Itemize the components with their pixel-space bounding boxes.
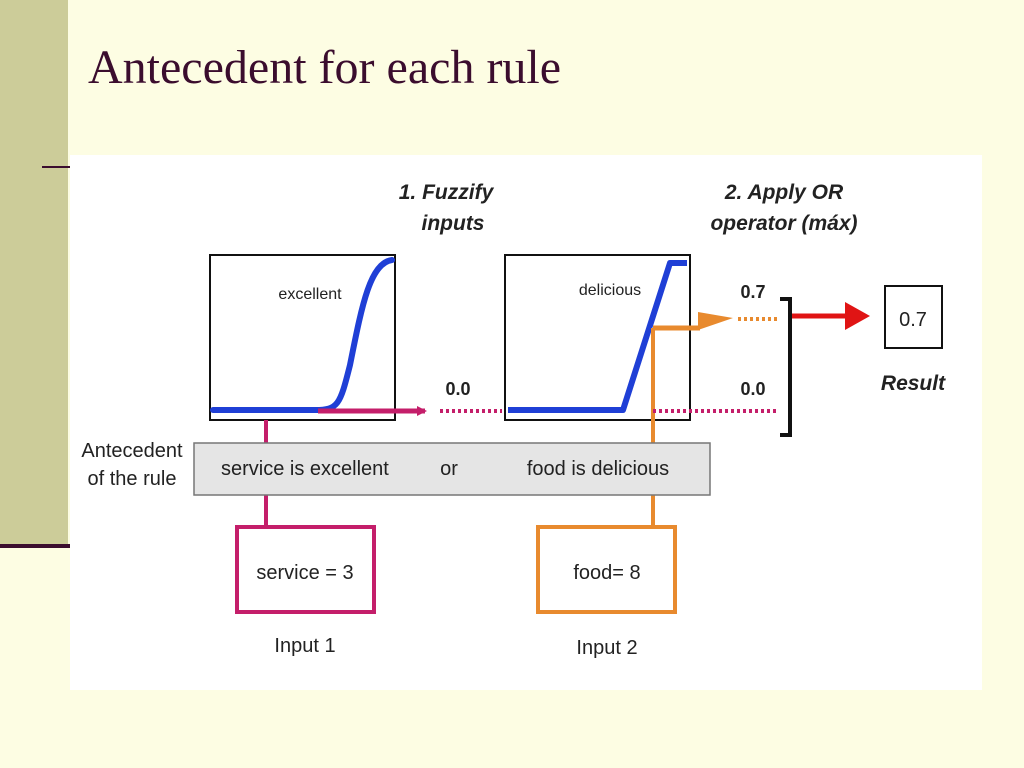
antecedent-label-line1: Antecedent bbox=[81, 440, 183, 462]
mf-excellent-curve bbox=[210, 257, 395, 413]
excellent-degree-value: 0.0 bbox=[445, 379, 470, 399]
slide-title: Antecedent for each rule bbox=[88, 41, 562, 94]
antecedent-bar bbox=[193, 442, 711, 496]
antecedent-clause2: food is delicious bbox=[527, 458, 669, 480]
step1-heading-line2: inputs bbox=[422, 212, 485, 235]
mf-delicious-frame bbox=[504, 254, 691, 421]
step1-heading-line1: 1. Fuzzify bbox=[399, 181, 495, 204]
input1-caption: Input 1 bbox=[274, 635, 335, 657]
sidebar-stripe bbox=[0, 0, 68, 548]
result-box bbox=[884, 285, 943, 349]
mf-excellent-frame bbox=[209, 254, 396, 421]
mf-excellent-label: excellent bbox=[278, 286, 342, 303]
step2-heading-line1: 2. Apply OR bbox=[724, 181, 844, 204]
antecedent-label-line2: of the rule bbox=[88, 468, 177, 490]
result-caption: Result bbox=[881, 372, 946, 395]
input2-box bbox=[536, 525, 677, 614]
input2-caption: Input 2 bbox=[576, 637, 637, 659]
max-operator-bracket bbox=[780, 297, 792, 437]
mf-delicious-label: delicious bbox=[579, 282, 641, 299]
mf-delicious-curve bbox=[508, 260, 687, 413]
antecedent-clause1: service is excellent bbox=[221, 458, 389, 480]
delicious-degree-value: 0.7 bbox=[740, 282, 765, 302]
input1-value: service = 3 bbox=[256, 562, 353, 584]
step2-heading-line2: operator (máx) bbox=[710, 212, 857, 235]
mf-delicious-arrowhead bbox=[698, 312, 733, 330]
input2-value: food= 8 bbox=[573, 562, 640, 584]
result-value: 0.7 bbox=[899, 309, 927, 331]
result-arrowhead bbox=[845, 302, 870, 330]
divider-line-top bbox=[42, 166, 82, 168]
fuzzy-rule-diagram: 1. Fuzzify inputs 2. Apply OR operator (… bbox=[70, 155, 982, 690]
antecedent-connector: or bbox=[440, 458, 458, 480]
diagram-canvas: 1. Fuzzify inputs 2. Apply OR operator (… bbox=[81, 181, 946, 659]
or-zero-degree-value: 0.0 bbox=[740, 379, 765, 399]
input1-box bbox=[235, 525, 376, 614]
divider-line-bottom bbox=[0, 544, 70, 548]
